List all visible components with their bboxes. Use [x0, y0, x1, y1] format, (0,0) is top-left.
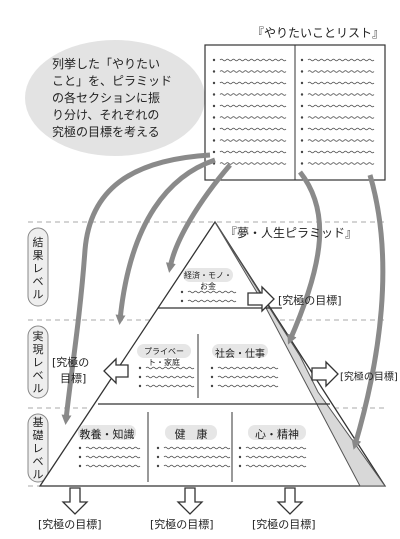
- category-mind: 心・精神: [255, 428, 299, 441]
- pyramid-title: 『夢・人生ピラミッド』: [225, 226, 358, 240]
- bubble-line: 列挙した「やりたい: [52, 57, 161, 71]
- goal-bottom-3: [究極の目標]: [252, 518, 316, 531]
- category-education: 教養・知識: [79, 428, 135, 441]
- bubble-line: の各セクションに振: [52, 91, 161, 105]
- level-text-middle: 実現レベル: [32, 330, 44, 395]
- category-private: プライベート・家庭: [144, 347, 184, 367]
- wish-list-document: [204, 44, 386, 181]
- category-social: 社会・仕事: [215, 349, 265, 360]
- category-health: 健 康: [174, 428, 208, 441]
- level-capsules: [27, 227, 49, 483]
- level-text-bottom: 基礎レベル: [32, 416, 44, 481]
- goal-arrows: [61, 285, 339, 515]
- level-label-top: 結果レベル: [31, 236, 45, 301]
- pyramid: [38, 220, 387, 487]
- level-text-top: 結果レベル: [32, 236, 44, 301]
- level-label-bottom: 基礎レベル: [31, 416, 45, 481]
- goal-bottom-1: [究極の目標]: [38, 518, 102, 531]
- goal-bottom-2: [究極の目標]: [150, 518, 214, 531]
- goal-middle-left-line1: [究極の: [52, 356, 90, 369]
- bubble-line: 究極の目標を考える: [52, 125, 160, 139]
- list-title: 『やりたいことリスト』: [252, 26, 385, 40]
- bubble-line: り分け、それぞれの: [52, 108, 160, 122]
- speech-bubble: [25, 40, 205, 156]
- category-money: 経済・モノ・お金: [184, 271, 232, 291]
- goal-top-right: [究極の目標]: [278, 294, 342, 307]
- category-pills: [78, 268, 306, 440]
- flow-arrows: [61, 152, 386, 450]
- bubble-line: こと」を、ピラミッド: [52, 74, 173, 88]
- goal-middle-right: [究極の目標]: [340, 372, 398, 383]
- goal-middle-left-line2: 目標]: [60, 372, 87, 385]
- bubble-text: 列挙した「やりたい こと」を、ピラミッド の各セクションに振 り分け、それぞれの…: [52, 56, 202, 141]
- level-label-middle: 実現レベル: [31, 330, 45, 395]
